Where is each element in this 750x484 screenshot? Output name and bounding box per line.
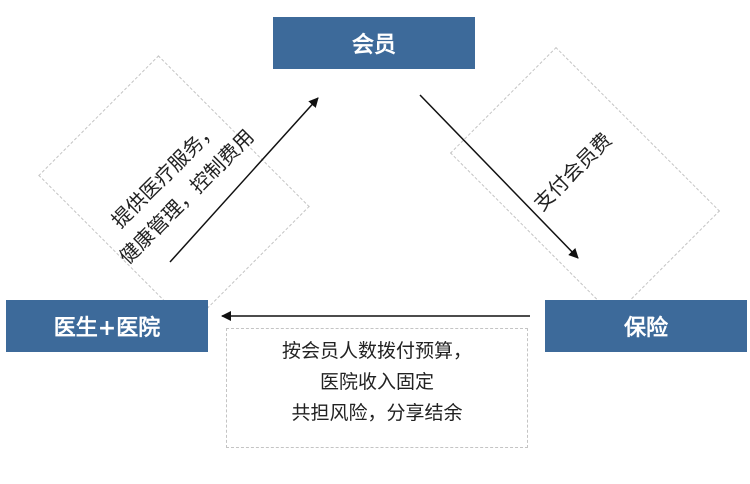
annotation-box-insurance-to-provider <box>226 328 528 448</box>
edge-label-line: 医院收入固定 <box>319 371 434 393</box>
node-member: 会员 <box>273 17 475 69</box>
node-provider-label: 医生+医院 <box>53 316 161 341</box>
edge-label-line: 按会员人数拨付预算， <box>281 340 472 362</box>
edge-label-line: 共担风险，分享结余 <box>291 402 463 424</box>
node-provider: 医生+医院 <box>6 300 208 352</box>
arrow-provider-to-member <box>169 97 319 263</box>
arrow-member-to-insurance <box>419 94 579 259</box>
node-insurance: 保险 <box>545 300 747 352</box>
edge-label-insurance-to-provider: 按会员人数拨付预算， 医院收入固定 共担风险，分享结余 <box>226 336 528 429</box>
node-member-label: 会员 <box>351 33 396 58</box>
node-insurance-label: 保险 <box>623 316 668 341</box>
